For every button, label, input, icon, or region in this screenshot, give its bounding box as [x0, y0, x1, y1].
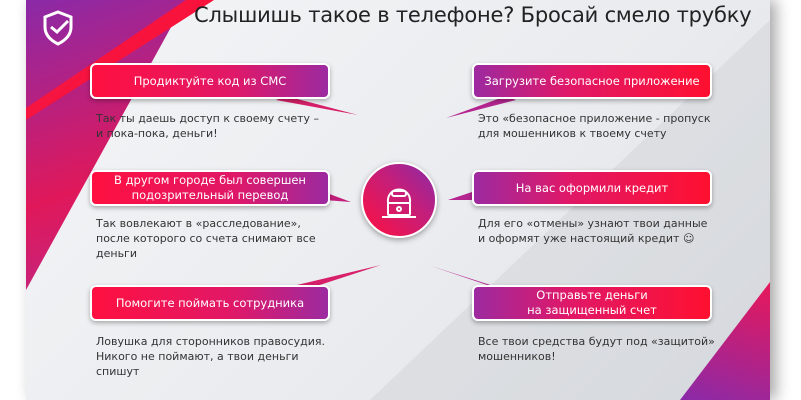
phrase-desc-sms: Так ты даешь доступ к своему счету – и п… [96, 112, 320, 140]
page-title: Слышишь такое в телефоне? Бросай смело т… [194, 3, 752, 27]
phrase-desc-app: Это «безопасное приложение - пропуск для… [478, 112, 711, 140]
shield-check-icon [43, 10, 73, 46]
phrase-box-credit: На вас оформили кредит [472, 170, 712, 206]
phrase-box-safe-account: Отправьте деньги на защищенный счет [472, 285, 712, 321]
hacker-icon [382, 188, 416, 218]
phrase-desc-credit: Для его «отмены» узнают твои данные и оф… [478, 217, 708, 245]
speech-tails [276, 96, 516, 296]
hacker-badge [361, 162, 437, 238]
phrase-desc-transfer: Так вовлекают в «расследование», после к… [96, 217, 316, 260]
phrase-box-transfer: В другом городе был совершен подозритель… [90, 170, 330, 206]
phrase-desc-catch: Ловушка для сторонников правосудия. Нико… [96, 335, 326, 378]
phrase-desc-safe-account: Все твои средства будут под «защитой» мо… [478, 335, 715, 363]
phrase-box-catch: Помогите поймать сотрудника [90, 285, 330, 321]
phrase-box-app: Загрузите безопасное приложение [472, 63, 712, 99]
phrase-box-sms: Продиктуйте код из СМС [90, 63, 330, 99]
poster: Слышишь такое в телефоне? Бросай смело т… [26, 0, 770, 400]
